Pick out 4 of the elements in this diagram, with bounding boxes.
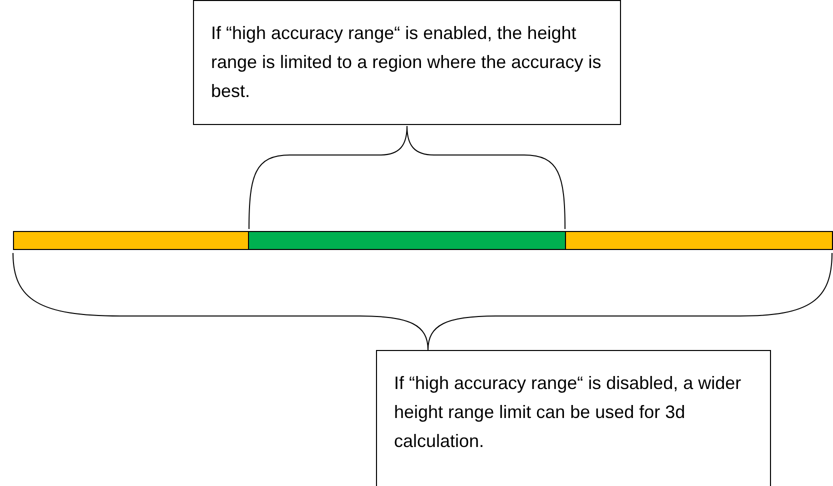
callout-box bbox=[376, 350, 771, 486]
callout-text: If “high accuracy range“ is disabled, a wider height range limit can be used for 3d calculation. bbox=[394, 372, 742, 453]
callout-text: If “high accuracy range“ is enabled, the height range is limited to a region where the accuracy is best. bbox=[211, 22, 602, 103]
callout-box bbox=[193, 0, 621, 125]
